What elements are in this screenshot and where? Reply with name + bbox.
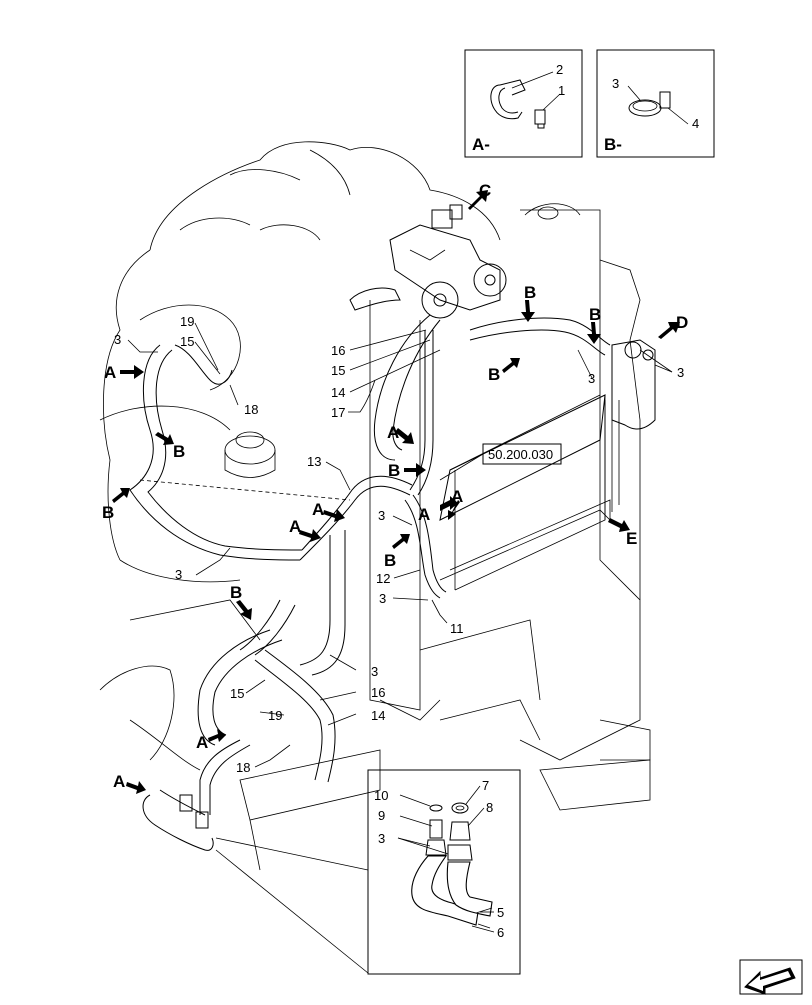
callout-12: 12 (376, 571, 390, 586)
arrow-b-1 (155, 432, 174, 445)
label-a-8: A (113, 772, 125, 791)
drive-belt (373, 314, 441, 461)
callout-3-lower: 3 (371, 664, 378, 679)
callout-16-lower: 16 (371, 685, 385, 700)
arrow-a-6 (440, 496, 458, 511)
arrow-a-7 (208, 729, 226, 742)
label-b-6: B (388, 461, 400, 480)
inset-part-6: 6 (497, 925, 504, 940)
arrow-a-3 (323, 509, 345, 522)
callout-leaders (127, 322, 673, 768)
arrow-a-2 (395, 428, 414, 444)
inset-part-8: 8 (486, 800, 493, 815)
label-a-7: A (196, 733, 208, 752)
arrow-b-7 (392, 534, 410, 549)
inset-part-10: 10 (374, 788, 388, 803)
callout-14-upper: 14 (331, 385, 345, 400)
label-a-2: A (387, 423, 399, 442)
callout-3-right: 3 (588, 371, 595, 386)
engine-outline (99, 141, 501, 583)
callout-13: 13 (307, 454, 321, 469)
arrow-a-4 (299, 529, 321, 542)
box-a-part-1: 1 (558, 83, 565, 98)
label-e: E (626, 529, 637, 548)
box-b-part-4: 4 (692, 116, 699, 131)
box-b-part-3: 3 (612, 76, 619, 91)
inset-part-3: 3 (378, 831, 385, 846)
detail-box-a: 2 1 A- (464, 49, 583, 158)
box-b-title: B- (604, 135, 622, 154)
callout-17: 17 (331, 405, 345, 420)
callout-3-mid: 3 (378, 508, 385, 523)
label-d: D (676, 313, 688, 332)
arrow-b-3 (521, 300, 535, 322)
receiver-dryer (611, 339, 656, 430)
label-b-4: B (488, 365, 500, 384)
callout-18-upper: 18 (244, 402, 258, 417)
callout-18-lower: 18 (236, 760, 250, 775)
callout-19-upper: 19 (180, 314, 194, 329)
arrow-b-4 (502, 358, 520, 373)
arrow-a-1 (120, 365, 144, 379)
arrow-b-8 (236, 600, 252, 620)
reference-label: 50.200.030 (488, 447, 553, 462)
box-a-part-2: 2 (556, 62, 563, 77)
label-b-8: B (230, 583, 242, 602)
refrigerant-hoses (129, 317, 611, 815)
direction-arrows: C D E A A A A A A A A B B B B (102, 181, 688, 794)
callout-11: 11 (450, 621, 464, 636)
arrow-a-8 (126, 781, 146, 794)
arrow-b-5 (587, 322, 601, 344)
callout-3-lower-mid: 3 (379, 591, 386, 606)
arrow-a-5 (448, 500, 460, 520)
callout-16-upper: 16 (331, 343, 345, 358)
reference-box: 50.200.030 (439, 443, 562, 481)
label-a-4: A (289, 517, 301, 536)
label-a-3: A (312, 500, 324, 519)
lower-fitting (142, 789, 214, 851)
callout-19-lower: 19 (268, 708, 282, 723)
label-a-1: A (104, 363, 116, 382)
label-a-6: A (418, 505, 430, 524)
label-b-3: B (524, 283, 536, 302)
label-c: C (479, 181, 491, 200)
callout-3-left: 3 (175, 567, 182, 582)
label-b-5: B (589, 305, 601, 324)
callout-3-upper-left: 3 (114, 332, 121, 347)
callout-14-lower: 14 (371, 708, 385, 723)
inset-detail-box: 10 9 3 7 8 5 6 (215, 769, 521, 975)
radiator-frame (369, 203, 651, 811)
compressor (349, 204, 507, 319)
arrow-b-6 (404, 463, 426, 477)
navigation-arrow-icon (739, 959, 803, 995)
label-b-2: B (102, 503, 114, 522)
box-a-title: A- (472, 135, 490, 154)
callout-numbers: 19 15 3 18 16 15 14 17 13 3 12 3 11 3 3 … (114, 314, 684, 775)
arrow-d (658, 322, 680, 339)
callout-15-mid: 15 (331, 363, 345, 378)
callout-15-upper: 15 (180, 334, 194, 349)
inset-part-9: 9 (378, 808, 385, 823)
label-b-7: B (384, 551, 396, 570)
callout-3-far-right: 3 (677, 365, 684, 380)
inset-part-5: 5 (497, 905, 504, 920)
detail-box-b: 3 4 B- (596, 49, 715, 158)
condenser-core (449, 394, 620, 590)
arrow-e (608, 518, 630, 532)
inset-part-7: 7 (482, 778, 489, 793)
label-b-1: B (173, 442, 185, 461)
arrow-b-2 (112, 488, 130, 503)
lower-components (99, 599, 541, 871)
arrow-c (468, 190, 488, 210)
callout-15-lower: 15 (230, 686, 244, 701)
